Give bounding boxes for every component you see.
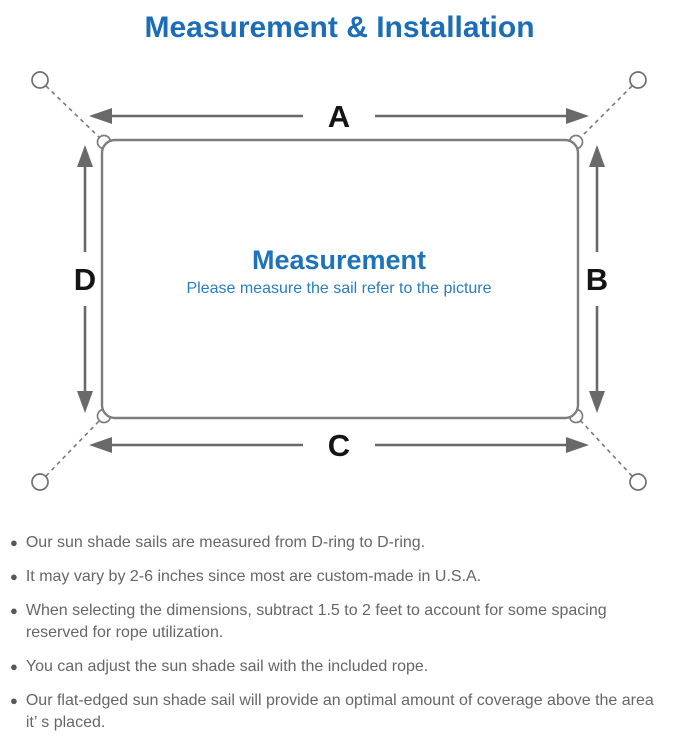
- page-title: Measurement & Installation: [144, 11, 535, 44]
- arrowhead-c-right: [566, 437, 589, 453]
- note-text: When selecting the dimensions, subtract …: [25, 602, 607, 641]
- dimension-label-a: A: [328, 99, 350, 134]
- anchor-ring-icon-bottom-left: [31, 473, 49, 491]
- diagram-center-subtitle: Please measure the sail refer to the pic…: [186, 280, 491, 297]
- bullet-icon: ●: [10, 535, 18, 550]
- notes-list: ● Our sun shade sails are measured from …: [0, 532, 679, 734]
- anchor-rings: [31, 71, 647, 491]
- diagram-center-title: Measurement: [252, 245, 426, 275]
- dimension-label-d: D: [74, 262, 96, 297]
- bullet-icon: ●: [10, 569, 18, 584]
- tie-line-top-left: [45, 85, 102, 140]
- arrowhead-b-down: [589, 391, 605, 413]
- shade-sail-outline: [100, 138, 580, 420]
- bullet-icon: ●: [10, 693, 18, 708]
- dimension-label-c: C: [328, 428, 350, 463]
- arrowhead-c-left: [89, 437, 112, 453]
- arrowhead-a-left: [89, 108, 112, 124]
- anchor-ring-icon-top-right: [629, 71, 647, 89]
- bullet-icon: ●: [10, 603, 18, 618]
- measurement-diagram: A C D B Measurement Please measure the s…: [31, 71, 647, 491]
- arrowhead-a-right: [566, 108, 589, 124]
- tie-line-top-right: [578, 85, 633, 140]
- note-text: Our sun shade sails are measured from D-…: [25, 534, 426, 551]
- dimension-label-b: B: [586, 262, 608, 297]
- list-item: ● When selecting the dimensions, subtrac…: [10, 600, 679, 644]
- tie-line-bottom-left: [45, 418, 102, 477]
- list-item: ● It may vary by 2-6 inches since most a…: [10, 566, 679, 588]
- tie-lines: [45, 85, 633, 477]
- list-item: ● You can adjust the sun shade sail with…: [10, 656, 679, 678]
- list-item: ● Our sun shade sails are measured from …: [10, 532, 679, 554]
- note-text: Our flat-edged sun shade sail will provi…: [25, 692, 654, 731]
- list-item: ● Our flat-edged sun shade sail will pro…: [10, 690, 679, 734]
- arrowhead-d-down: [77, 391, 93, 413]
- note-text: It may vary by 2-6 inches since most are…: [25, 568, 482, 585]
- arrowhead-d-up: [77, 145, 93, 167]
- arrowhead-b-up: [589, 145, 605, 167]
- note-text: You can adjust the sun shade sail with t…: [25, 658, 429, 675]
- tie-line-bottom-right: [578, 418, 633, 477]
- dimension-arrow-lines: [83, 114, 599, 447]
- dimension-arrowheads: [77, 108, 605, 453]
- bullet-icon: ●: [10, 659, 18, 674]
- anchor-ring-icon-bottom-right: [629, 473, 647, 491]
- anchor-ring-icon-top-left: [31, 71, 49, 89]
